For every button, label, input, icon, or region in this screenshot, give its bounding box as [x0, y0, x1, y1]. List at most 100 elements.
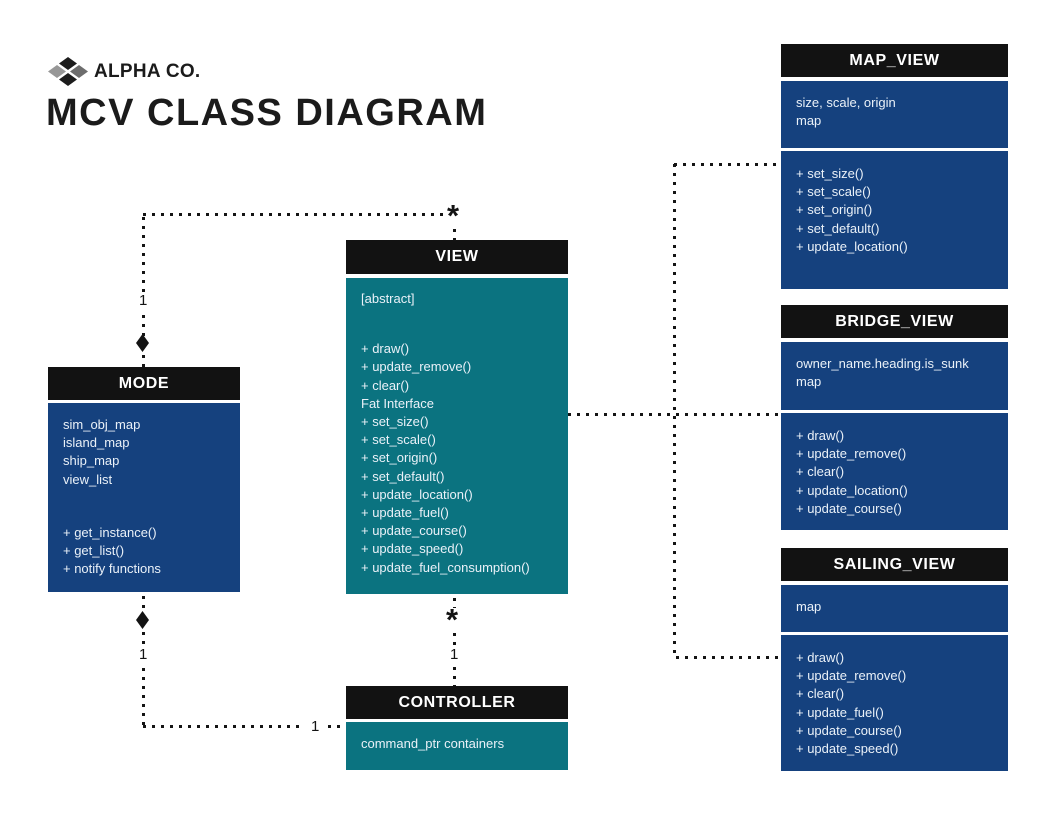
- class-sailing-view-attributes-section: map: [781, 585, 1008, 632]
- member-line: + update_fuel(): [796, 704, 884, 720]
- member-line: + set_scale(): [361, 432, 436, 448]
- class-map-view-attributes-section: size, scale, origin map: [781, 81, 1008, 148]
- class-mode-header: MODE: [48, 367, 240, 400]
- alpha-co-logo-icon: [48, 57, 88, 87]
- class-view-body: [abstract] + draw() + update_remove() + cl…: [346, 278, 568, 594]
- connector-mode-controller-horizontal-stub: [328, 725, 346, 728]
- member-line: + update_course(): [796, 722, 902, 738]
- class-sailing-view-methods-section: + draw() + update_remove() + clear() + upda…: [781, 635, 1008, 771]
- class-map-view-header: MAP_VIEW: [781, 44, 1008, 77]
- member-line: + draw(): [361, 341, 410, 357]
- class-map-view: MAP_VIEW size, scale, origin map + set_si…: [781, 44, 1008, 289]
- class-map-view-methods: + set_size() + set_scale() + set_origin() +…: [796, 165, 998, 256]
- page-title: MCV CLASS DIAGRAM: [46, 92, 488, 134]
- member-line: + clear(): [361, 377, 410, 393]
- member-line: + set_default(): [361, 468, 445, 484]
- class-bridge-view-methods: + draw()+ update_remove()+ clear()+ upda…: [796, 427, 998, 518]
- member-line: + update_speed(): [796, 741, 899, 757]
- class-sailing-view: SAILING_VIEW map + draw() + update_remove…: [781, 548, 1008, 771]
- brand-name: ALPHA CO.: [94, 61, 201, 82]
- member-line: + set_size(): [796, 166, 864, 181]
- class-map-view-name: MAP_VIEW: [849, 52, 940, 69]
- member-line: map: [796, 374, 822, 390]
- class-controller-body: command_ptr containers: [346, 722, 568, 770]
- connector-view-controller-vertical-lower: [453, 667, 456, 686]
- member-line: map: [796, 113, 822, 129]
- member-line: + update_remove(): [796, 668, 907, 684]
- member-line: + clear(): [796, 686, 845, 702]
- connector-mode-controller-stub: [142, 596, 145, 610]
- connector-mode-view-horizontal: [143, 213, 447, 216]
- composition-diamond-mode-top-icon: [136, 334, 149, 352]
- connector-mode-controller-vertical-upper: [142, 632, 145, 646]
- logo-diamond-bottom-icon: [59, 73, 77, 86]
- class-map-view-attributes: size, scale, origin map: [796, 94, 998, 130]
- member-line: + clear(): [796, 464, 845, 480]
- logo-diamond-left-icon: [48, 65, 66, 78]
- connector-mode-view-diamond-stub: [142, 355, 145, 367]
- member-line: + draw(): [796, 650, 845, 665]
- class-bridge-view-name: BRIDGE_VIEW: [835, 313, 954, 330]
- member-line: island_map: [63, 435, 130, 451]
- class-bridge-view-methods-section: + draw()+ update_remove()+ clear()+ upda…: [781, 413, 1008, 530]
- class-bridge-view-header: BRIDGE_VIEW: [781, 305, 1008, 338]
- multiplicity-view-controller-near-controller: 1: [450, 646, 459, 663]
- member-line: [abstract]: [361, 291, 415, 306]
- class-controller-header: CONTROLLER: [346, 686, 568, 719]
- class-view-name: VIEW: [435, 248, 479, 265]
- connector-mode-view-vertical-lower: [142, 315, 145, 336]
- multiplicity-mode-view-near-mode: 1: [139, 292, 148, 309]
- class-sailing-view-name: SAILING_VIEW: [833, 556, 956, 573]
- class-view-attributes: [abstract]: [361, 290, 558, 308]
- connector-view-sailing-view-horizontal: [676, 656, 781, 659]
- class-map-view-methods-section: + set_size() + set_scale() + set_origin() +…: [781, 151, 1008, 289]
- class-sailing-view-header: SAILING_VIEW: [781, 548, 1008, 581]
- member-line: + set_default(): [796, 220, 880, 236]
- member-line: owner_name.heading.is_sunk: [796, 356, 969, 371]
- member-line: command_ptr containers: [361, 736, 505, 751]
- class-mode-methods: + get_instance()+ get_list()+ notify fun…: [63, 524, 230, 579]
- connector-view-map-view-horizontal: [674, 163, 781, 166]
- class-controller-attributes: command_ptr containers: [361, 735, 558, 753]
- member-line: + get_list(): [63, 543, 125, 559]
- connector-mode-view-vertical-upper: [142, 217, 145, 297]
- connector-mode-view-star-stub: [453, 229, 456, 243]
- logo-diamond-right-icon: [70, 65, 88, 78]
- member-line: + get_instance(): [63, 524, 157, 540]
- member-line: + update_location(): [796, 482, 908, 498]
- member-line: + set_origin(): [361, 450, 438, 466]
- connector-view-controller-vertical-mid: [453, 633, 456, 645]
- connector-subview-tree-vertical: [673, 164, 676, 658]
- member-line: + set_scale(): [796, 184, 871, 200]
- member-line: + update_remove(): [796, 446, 907, 462]
- class-controller: CONTROLLER command_ptr containers: [346, 686, 568, 770]
- member-line: map: [796, 599, 822, 614]
- member-line: + update_location(): [361, 486, 473, 502]
- member-line: + set_origin(): [796, 202, 873, 218]
- class-view: VIEW [abstract] + draw() + update_remove(…: [346, 240, 568, 594]
- connector-mode-controller-horizontal: [143, 725, 303, 728]
- connector-view-controller-stub: [453, 598, 456, 608]
- member-line: sim_obj_map: [63, 417, 141, 432]
- composition-diamond-mode-bottom-icon: [136, 611, 149, 629]
- multiplicity-mode-controller-near-mode: 1: [139, 646, 148, 663]
- member-line: size, scale, origin: [796, 95, 896, 110]
- member-line: + update_speed(): [361, 541, 464, 557]
- member-line: Fat Interface: [361, 395, 434, 411]
- member-line: + update_fuel(): [361, 505, 449, 521]
- member-line: + update_course(): [361, 523, 467, 539]
- member-line: + update_fuel_consumption(): [361, 559, 530, 575]
- connector-mode-controller-vertical-lower: [142, 668, 145, 726]
- multiplicity-mode-controller-near-controller: 1: [311, 718, 320, 735]
- multiplicity-view-controller-near-view: *: [446, 602, 459, 637]
- multiplicity-mode-view-near-view: *: [447, 198, 460, 233]
- member-line: view_list: [63, 471, 113, 487]
- member-line: + update_remove(): [361, 359, 472, 375]
- member-line: + update_course(): [796, 500, 902, 516]
